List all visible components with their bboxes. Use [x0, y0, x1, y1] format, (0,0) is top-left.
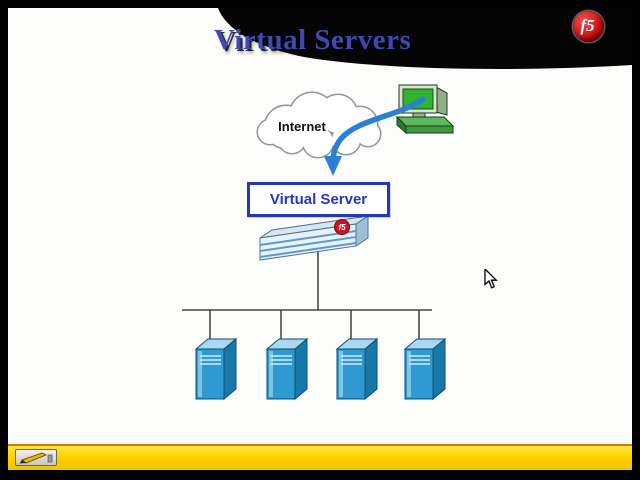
appliance-logo-text: f5	[338, 223, 346, 232]
f5-ball-icon: f5	[334, 219, 350, 235]
pencil-icon	[19, 452, 53, 464]
server-tower-2	[266, 338, 308, 400]
virtual-server-label: Virtual Server	[269, 191, 368, 208]
server-tower-1	[195, 338, 237, 400]
pencil-tool-button[interactable]	[15, 449, 57, 466]
connector-lines	[182, 252, 432, 341]
annotation-toolbar	[8, 444, 632, 470]
f5-logo: f5	[573, 11, 604, 42]
virtual-server-label-box: Virtual Server	[247, 182, 390, 217]
slide-title: Virtual Servers	[214, 24, 412, 56]
mouse-cursor	[484, 269, 498, 289]
server-tower-3	[336, 338, 378, 400]
traffic-arrow	[324, 96, 426, 176]
internet-label: Internet	[278, 119, 326, 134]
server-tower-4	[404, 338, 446, 400]
f5-logo-text: f5	[580, 16, 595, 35]
bigip-appliance: f5	[259, 215, 369, 261]
slide-header-decoration	[218, 8, 632, 69]
server-farm	[195, 338, 446, 400]
